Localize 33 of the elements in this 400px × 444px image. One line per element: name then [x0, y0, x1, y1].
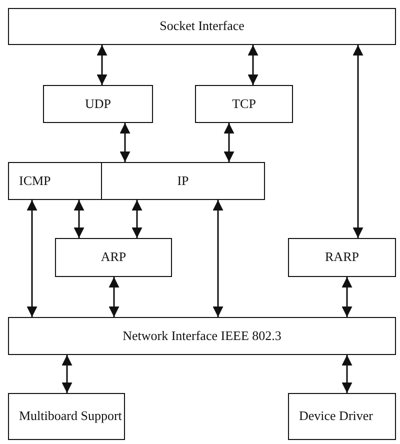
arrow — [224, 123, 234, 162]
layer-label: RARP — [325, 249, 359, 266]
layer-box — [195, 85, 293, 123]
arrow — [120, 123, 130, 162]
layer-label: Socket Interface — [160, 18, 244, 35]
layer-box — [288, 393, 396, 440]
layer-label: UDP — [84, 96, 111, 112]
layer-box — [8, 8, 396, 45]
arrow — [108, 277, 120, 317]
arrow — [96, 45, 108, 85]
layer-box — [288, 238, 396, 277]
layer-box — [8, 393, 125, 440]
layer-label: Device Driver — [299, 408, 373, 425]
layer-label: TCP — [232, 96, 256, 112]
layer-box — [101, 162, 265, 200]
layer-box — [43, 85, 153, 123]
arrow — [248, 45, 258, 85]
arrow — [62, 355, 72, 393]
arrow — [352, 45, 364, 238]
arrow — [132, 200, 142, 238]
layer-label: Network Interface IEEE 802.3 — [122, 328, 282, 344]
arrow — [26, 200, 38, 317]
layer-label: IP — [177, 172, 189, 190]
arrow — [342, 355, 352, 393]
arrow — [74, 200, 84, 238]
layer-label: ARP — [100, 249, 126, 266]
layer-label: Multiboard Support — [19, 408, 122, 425]
layer-box — [8, 162, 102, 200]
arrow — [342, 277, 352, 317]
arrow — [212, 200, 224, 317]
layer-box — [8, 317, 396, 355]
layer-label: ICMP — [19, 172, 51, 190]
layer-box — [55, 238, 172, 277]
